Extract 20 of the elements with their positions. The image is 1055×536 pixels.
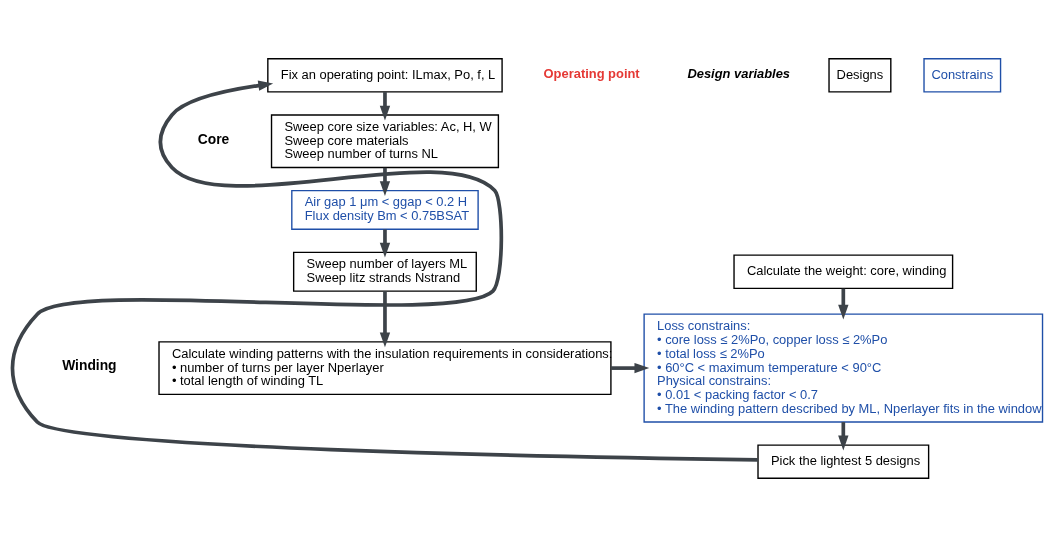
legend-label: Operating point — [543, 65, 640, 81]
arrow — [11, 79, 758, 462]
label: Core — [197, 130, 230, 147]
node-box: Sweep number of layers ML Sweep litz strands Nstrand — [292, 251, 477, 292]
arrow — [838, 421, 849, 450]
arrow — [611, 362, 650, 373]
node-box: Loss constrains: • core loss ≤ 2%Po, copper loss ≤ 2%Po • total loss ≤ 2%Po • 60°C < maximum temperature < 90°C Physical constrains: • 0.01 < packing factor < 0.7 • The winding pattern described by ML, Nperlayer fits in the window — [643, 312, 1044, 423]
node-box: Fix an operating point: ILmax, Po, f, L — [267, 57, 503, 93]
legend-label: Constrains — [931, 66, 994, 82]
node-box: Sweep core size variables: Ac, H, W Sweep core materials Sweep number of turns NL — [270, 113, 500, 168]
node-box: Pick the lightest 5 designs — [757, 443, 930, 479]
label: Winding — [62, 356, 117, 373]
legend-label: Designs — [836, 66, 884, 82]
legend-label: Design variables — [687, 65, 791, 81]
node-box: Air gap 1 μm < ggap < 0.2 H Flux density Bm < 0.75BSAT — [291, 189, 479, 230]
arrow — [379, 91, 391, 120]
node-box: Calculate the weight: core, winding — [733, 253, 954, 289]
arrow — [838, 288, 849, 320]
arrow — [379, 290, 391, 347]
arrow — [379, 229, 391, 258]
